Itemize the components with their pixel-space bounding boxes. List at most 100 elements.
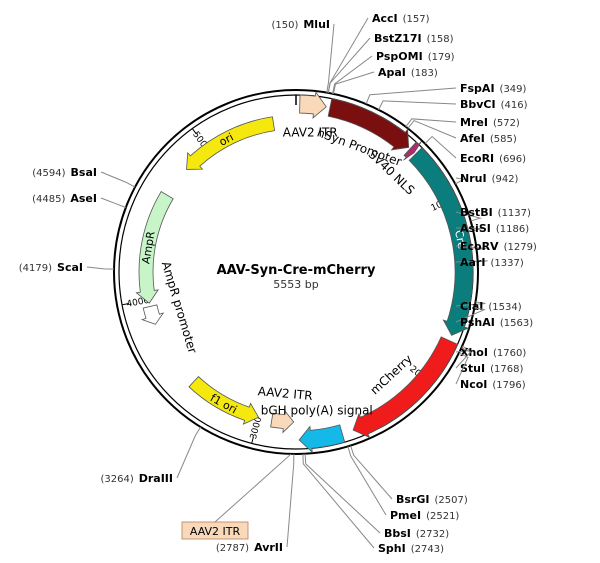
site-name: NcoI	[460, 378, 487, 391]
outer-feature-label: AAV2 ITR	[190, 525, 241, 538]
site-name: BsrGI	[396, 493, 429, 506]
feature-arrow-cre	[408, 147, 474, 336]
site-name: AfeI	[460, 132, 485, 145]
feature-label-ori: ori	[217, 131, 236, 149]
site-name: DraIII	[139, 472, 173, 485]
site-position: (2732)	[416, 529, 449, 540]
site-leader	[455, 307, 486, 323]
site-leader	[455, 347, 472, 369]
site-label-asei: (4485)AseI	[32, 192, 97, 205]
site-leader	[86, 266, 115, 270]
site-label-ecori: EcoRI (696)	[460, 152, 526, 165]
site-leader	[326, 23, 335, 93]
site-position: (1534)	[488, 302, 521, 313]
site-position: (1796)	[492, 380, 525, 391]
site-name: BstBI	[460, 206, 493, 219]
site-label-acci: AccI(157)	[372, 12, 430, 25]
site-position: (158)	[427, 34, 454, 45]
feature-arrow-sv40-nls	[403, 141, 422, 161]
feature-label-aav2-itr: AAV2 ITR	[257, 384, 313, 403]
site-label-nrui: NruI (942)	[460, 172, 519, 185]
site-name: PshAI	[460, 316, 495, 329]
feature-arrow-ampr-promoter	[140, 304, 165, 325]
site-position: (2787)	[216, 543, 249, 554]
feature-arrow-mcherry	[352, 336, 459, 439]
feature-arrow-bgh-poly-a-signal	[298, 424, 346, 454]
site-position: (2743)	[411, 544, 444, 555]
site-position: (150)	[271, 20, 298, 31]
site-label-bstz17i: BstZ17I (158)	[374, 32, 454, 45]
site-name: AarI	[460, 256, 485, 269]
site-label-bbvci: BbvCI(416)	[460, 98, 528, 111]
site-name: EcoRI	[460, 152, 494, 165]
site-leader	[365, 87, 457, 105]
site-label-aari: AarI(1337)	[460, 256, 524, 269]
site-leader	[100, 197, 126, 208]
site-name: BstZ17I	[374, 32, 422, 45]
site-leader	[455, 301, 486, 307]
site-leader	[327, 17, 369, 93]
site-leader	[302, 453, 375, 549]
site-leader	[378, 100, 457, 111]
site-name: PspOMI	[376, 50, 423, 63]
tick-mark	[191, 128, 197, 135]
site-label-stui: StuI(1768)	[460, 362, 523, 375]
site-leader	[304, 453, 381, 534]
site-label-ncoi: NcoI (1796)	[460, 378, 526, 391]
site-leader	[347, 446, 387, 516]
site-position: (942)	[492, 174, 519, 185]
feature-label-bgh-poly-a-signal: bGH poly(A) signal	[261, 403, 373, 417]
site-label-bstbi: BstBI(1137)	[460, 206, 531, 219]
feature-label-ampr-promoter: AmpR promoter	[159, 260, 200, 355]
site-label-mrei: MreI(572)	[460, 116, 520, 129]
site-label-asisi: AsiSI(1186)	[460, 222, 529, 235]
site-leader	[455, 352, 469, 385]
feature-arrow-aav2-itr	[299, 91, 327, 119]
feature-label-ampr: AmpR	[139, 230, 157, 265]
site-leader	[407, 119, 457, 139]
site-position: (157)	[403, 14, 430, 25]
site-position: (696)	[499, 154, 526, 165]
site-label-apai: ApaI(183)	[378, 66, 438, 79]
site-leader	[455, 260, 488, 263]
tick-mark	[251, 436, 254, 444]
site-name: ClaI	[460, 300, 483, 313]
feature-arrow-ampr	[135, 191, 174, 304]
site-leader	[455, 245, 487, 251]
site-label-clai: ClaI (1534)	[460, 300, 522, 313]
site-name: BbsI	[384, 527, 411, 540]
site-name: NruI	[460, 172, 487, 185]
plasmid-length: 5553 bp	[273, 278, 318, 291]
site-name: ScaI	[57, 261, 83, 274]
site-name: BbvCI	[460, 98, 496, 111]
site-leader	[405, 118, 457, 128]
feature-arrow-hsyn-promoter	[327, 98, 410, 151]
site-position: (3264)	[100, 474, 133, 485]
site-name: FspAI	[460, 82, 495, 95]
site-name: AseI	[70, 192, 97, 205]
site-position: (179)	[428, 52, 455, 63]
site-label-fspai: FspAI (349)	[460, 82, 527, 95]
site-position: (1186)	[496, 224, 529, 235]
site-position: (1760)	[493, 348, 526, 359]
site-name: AvrII	[254, 541, 283, 554]
site-label-pmei: PmeI(2521)	[390, 509, 459, 522]
site-label-afei: AfeI(585)	[460, 132, 517, 145]
site-name: MreI	[460, 116, 488, 129]
site-label-scai: (4179) ScaI	[19, 261, 83, 274]
site-name: ApaI	[378, 66, 406, 79]
site-leader	[332, 55, 373, 94]
site-name: MluI	[303, 18, 330, 31]
site-name: SphI	[378, 542, 406, 555]
site-position: (1563)	[500, 318, 533, 329]
site-leader	[100, 171, 136, 188]
site-position: (349)	[500, 84, 527, 95]
site-label-avrii: (2787) AvrII	[216, 541, 283, 554]
site-position: (1279)	[504, 242, 537, 253]
site-position: (4594)	[32, 168, 65, 179]
site-position: (2521)	[426, 511, 459, 522]
site-label-mlui: (150) MluI	[271, 18, 330, 31]
site-position: (4179)	[19, 263, 52, 274]
site-label-bsrgi: BsrGI(2507)	[396, 493, 468, 506]
